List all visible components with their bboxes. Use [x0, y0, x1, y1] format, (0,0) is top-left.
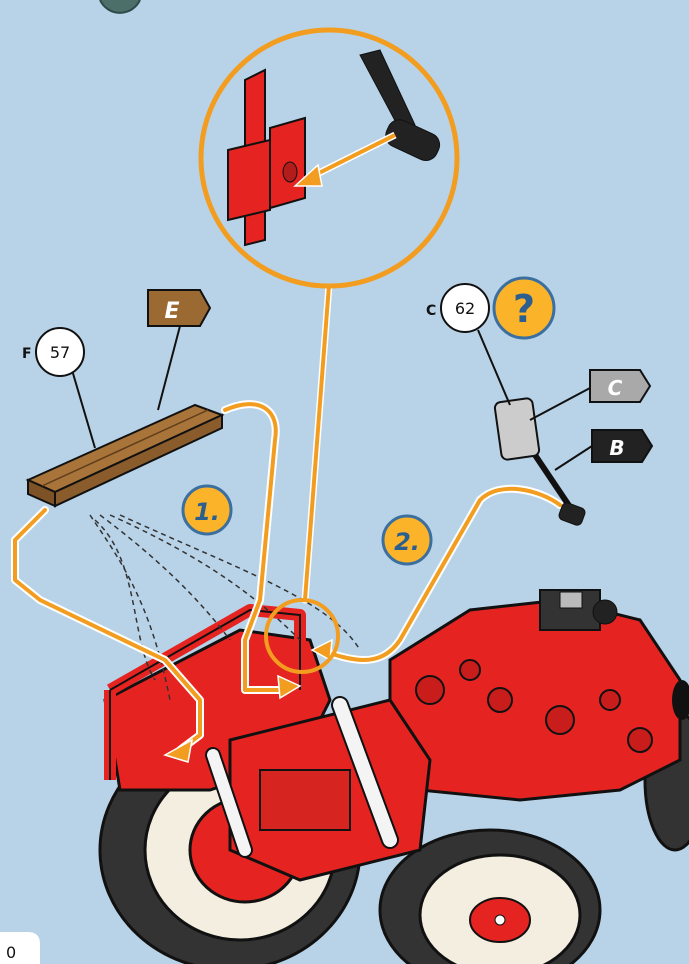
- step-1-badge: 1.: [183, 486, 231, 534]
- part-callout-f57: F 57: [22, 328, 95, 448]
- step-2-label: 2.: [394, 528, 420, 556]
- page-number-tab: 0: [0, 932, 40, 964]
- mirror-part: [494, 398, 586, 527]
- part-letter-f: F: [22, 346, 32, 362]
- part-letter-c: C: [426, 303, 436, 319]
- flag-c-label: C: [608, 376, 623, 400]
- flag-e-label: E: [164, 299, 179, 324]
- top-partial-circle: [100, 0, 140, 13]
- page-number: 0: [6, 943, 16, 962]
- part-number-62: 62: [455, 299, 475, 318]
- flag-e: E: [148, 290, 210, 410]
- flag-b: B: [555, 430, 652, 470]
- detail-zoom: [201, 30, 457, 286]
- step-1-label: 1.: [194, 498, 220, 526]
- question-mark-icon: ?: [513, 287, 535, 331]
- step-2-badge: 2.: [383, 516, 431, 564]
- help-badge: ?: [494, 278, 554, 338]
- part-number-57: 57: [50, 343, 70, 362]
- flag-b-label: B: [609, 436, 624, 460]
- flag-c: C: [530, 370, 650, 420]
